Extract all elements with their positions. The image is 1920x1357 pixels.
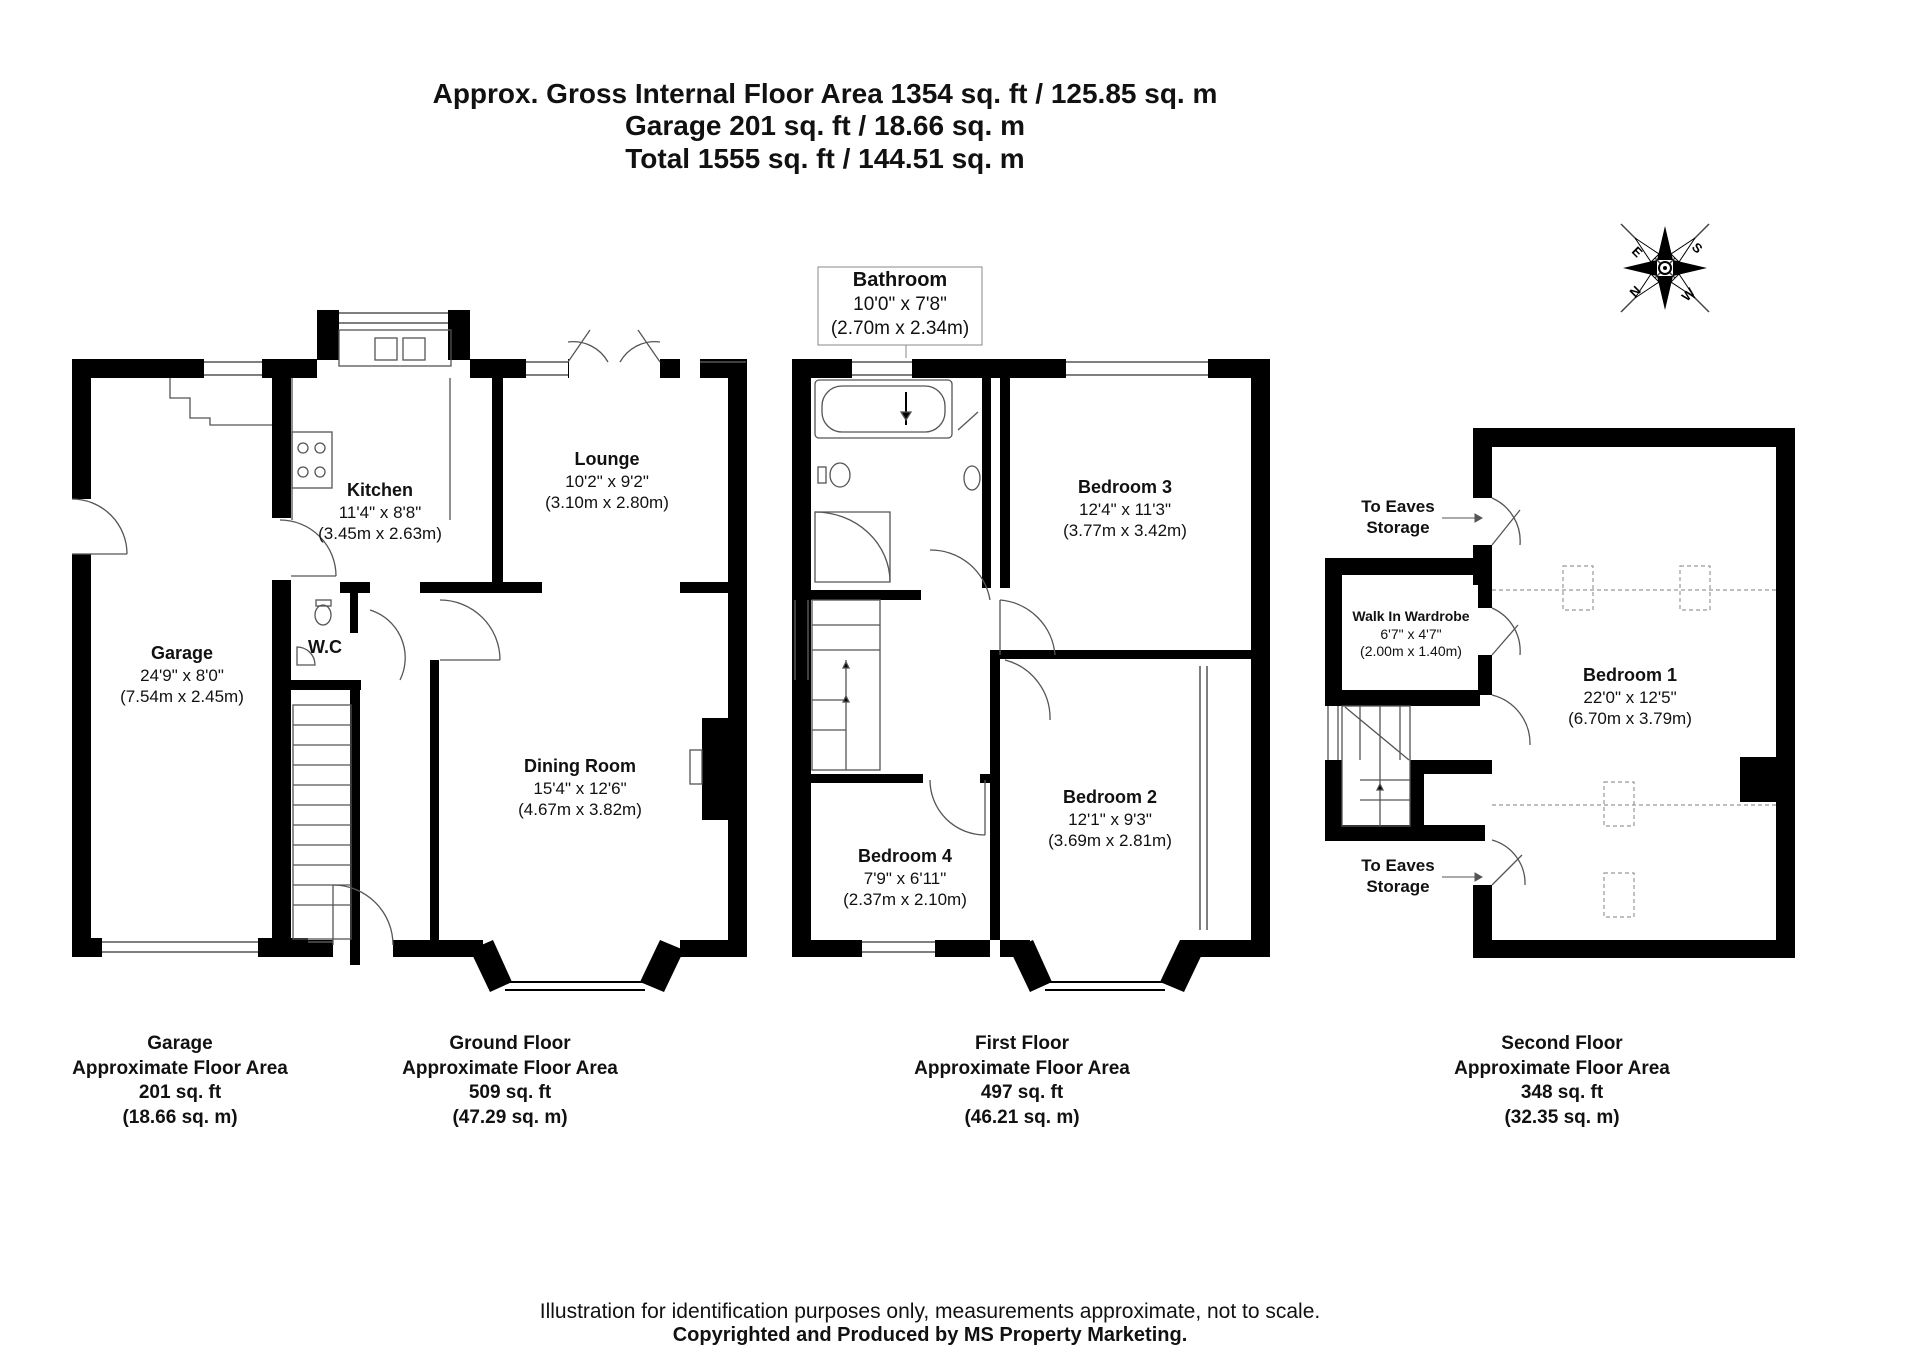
room-metric: (2.70m x 2.34m): [830, 317, 970, 339]
ground-floor-fixtures: [169, 329, 703, 940]
room-name: W.C: [308, 637, 342, 657]
first-floor-windows: [794, 361, 1208, 953]
caption-sqm: (18.66 sq. m): [122, 1107, 238, 1129]
eaves-label-bottom: To Eaves Storage: [1348, 855, 1448, 898]
room-imperial: 7'9" x 6'11": [863, 868, 947, 888]
second-floor-skylights: [1492, 565, 1776, 918]
room-label-wardrobe: Walk In Wardrobe 6'7" x 4'7" (2.00m x 1.…: [1340, 608, 1482, 661]
header-garage-line: Garage 201 sq. ft / 18.66 sq. m: [625, 110, 1025, 141]
compass-label-e: E: [1629, 244, 1646, 261]
eaves-line2: Storage: [1366, 518, 1430, 538]
room-imperial: 6'7" x 4'7": [1380, 625, 1442, 642]
caption-subtitle: Approximate Floor Area: [402, 1057, 618, 1079]
room-label-kitchen: Kitchen 11'4" x 8'8" (3.45m x 2.63m): [300, 479, 460, 544]
bathroom-callout-box: [817, 266, 983, 346]
eaves-arrows: [1442, 513, 1484, 882]
eaves-line1: To Eaves: [1361, 497, 1435, 516]
eaves-label-top: To Eaves Storage: [1348, 496, 1448, 539]
room-imperial: 10'2" x 9'2": [565, 471, 649, 491]
eaves-line2: Storage: [1366, 877, 1430, 897]
room-imperial: 12'1" x 9'3": [1068, 809, 1152, 829]
room-name: Bedroom 4: [857, 846, 953, 866]
room-metric: (3.69m x 2.81m): [1048, 830, 1172, 850]
ground-floor-doors: [71, 329, 661, 946]
room-imperial: 15'4" x 12'6": [533, 778, 627, 798]
room-label-bedroom1: Bedroom 1 22'0" x 12'5" (6.70m x 3.79m): [1540, 664, 1720, 729]
ground-floor-bay: [470, 940, 684, 992]
room-imperial: 10'0" x 7'8": [853, 294, 947, 315]
room-metric: (6.70m x 3.79m): [1568, 708, 1692, 728]
caption-title: Second Floor: [1501, 1033, 1623, 1054]
room-imperial: 11'4" x 8'8": [338, 502, 422, 522]
caption-subtitle: Approximate Floor Area: [1454, 1057, 1670, 1079]
room-imperial: 22'0" x 12'5": [1583, 687, 1677, 707]
caption-ground-floor: Ground Floor Approximate Floor Area 509 …: [380, 1032, 640, 1131]
room-label-bedroom3: Bedroom 3 12'4" x 11'3" (3.77m x 3.42m): [1040, 476, 1210, 541]
first-floor-doors: [929, 549, 1056, 836]
room-label-garage: Garage 24'9" x 8'0" (7.54m x 2.45m): [102, 642, 262, 707]
caption-sqm: (32.35 sq. m): [1504, 1107, 1620, 1129]
footer-disclaimer: Illustration for identification purposes…: [539, 1300, 1321, 1323]
room-metric: (2.00m x 1.40m): [1360, 643, 1462, 659]
room-metric: (3.10m x 2.80m): [545, 492, 669, 512]
compass-label-n: N: [1627, 283, 1644, 300]
room-label-bathroom: Bathroom 10'0" x 7'8" (2.70m x 2.34m): [818, 268, 982, 341]
room-metric: (3.45m x 2.63m): [318, 523, 442, 543]
caption-garage: Garage Approximate Floor Area 201 sq. ft…: [50, 1032, 310, 1131]
caption-title: Ground Floor: [449, 1033, 571, 1054]
room-name: Bedroom 3: [1077, 477, 1173, 497]
footer-copyright: Copyrighted and Produced by MS Property …: [672, 1324, 1188, 1346]
room-imperial: 24'9" x 8'0": [140, 665, 224, 685]
caption-sqft: 348 sq. ft: [1520, 1082, 1604, 1104]
caption-second-floor: Second Floor Approximate Floor Area 348 …: [1432, 1032, 1692, 1131]
room-name: Walk In Wardrobe: [1352, 608, 1470, 624]
room-name: Bedroom 1: [1582, 665, 1678, 685]
room-metric: (7.54m x 2.45m): [120, 686, 244, 706]
caption-sqft: 497 sq. ft: [980, 1082, 1064, 1104]
header-total-line: Total 1555 sq. ft / 144.51 sq. m: [625, 143, 1025, 174]
first-floor-fixtures: [811, 379, 981, 771]
caption-title: Garage: [147, 1033, 213, 1054]
caption-sqm: (46.21 sq. m): [964, 1107, 1080, 1129]
room-name: Lounge: [574, 449, 640, 469]
ground-floor-windows: [102, 312, 746, 953]
room-label-lounge: Lounge 10'2" x 9'2" (3.10m x 2.80m): [522, 448, 692, 513]
ground-floor-walls: [72, 310, 747, 965]
room-name: Kitchen: [346, 480, 413, 500]
room-metric: (3.77m x 3.42m): [1063, 520, 1187, 540]
room-metric: (4.67m x 3.82m): [518, 799, 642, 819]
room-label-dining: Dining Room 15'4" x 12'6" (4.67m x 3.82m…: [490, 755, 670, 820]
room-name: Bedroom 2: [1062, 787, 1158, 807]
second-floor-lines: [1327, 497, 1531, 886]
room-name: Bathroom: [852, 269, 948, 291]
caption-sqft: 201 sq. ft: [138, 1082, 222, 1104]
caption-first-floor: First Floor Approximate Floor Area 497 s…: [892, 1032, 1152, 1131]
room-name: Dining Room: [524, 756, 636, 776]
compass-icon: S W N E: [1620, 223, 1710, 313]
room-name: Garage: [150, 643, 214, 663]
room-label-bedroom4: Bedroom 4 7'9" x 6'11" (2.37m x 2.10m): [820, 845, 990, 910]
second-floor-walls: [1325, 428, 1795, 958]
room-label-bedroom2: Bedroom 2 12'1" x 9'3" (3.69m x 2.81m): [1025, 786, 1195, 851]
caption-title: First Floor: [975, 1033, 1069, 1054]
room-label-wc: W.C: [296, 636, 354, 659]
eaves-line1: To Eaves: [1361, 856, 1435, 875]
header-area-line: Approx. Gross Internal Floor Area 1354 s…: [432, 78, 1218, 109]
first-floor-bay: [1010, 940, 1204, 992]
caption-subtitle: Approximate Floor Area: [914, 1057, 1130, 1079]
caption-sqm: (47.29 sq. m): [452, 1107, 568, 1129]
room-imperial: 12'4" x 11'3": [1079, 499, 1171, 519]
first-floor-walls: [792, 359, 1270, 957]
caption-subtitle: Approximate Floor Area: [72, 1057, 288, 1079]
caption-sqft: 509 sq. ft: [468, 1082, 552, 1104]
room-metric: (2.37m x 2.10m): [843, 889, 967, 909]
